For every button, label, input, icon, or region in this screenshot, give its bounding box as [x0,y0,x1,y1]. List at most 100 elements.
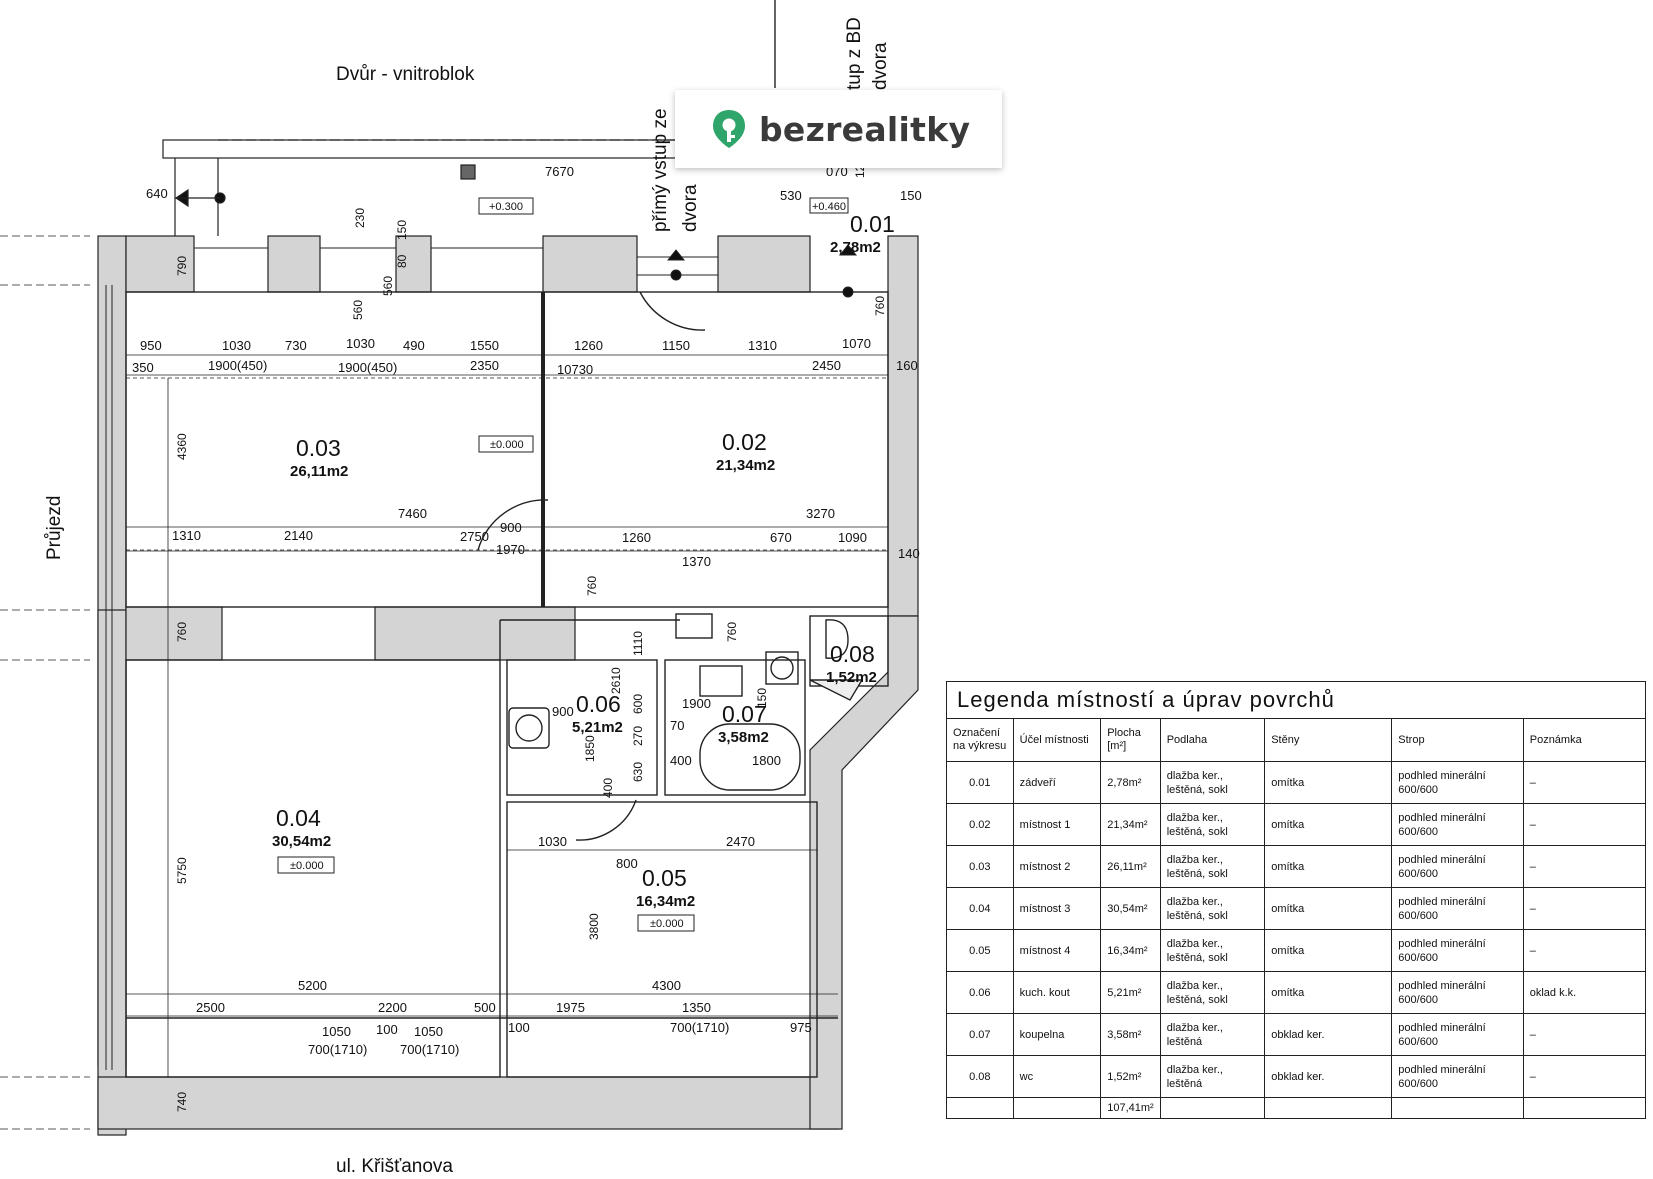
wall-mid-left [125,606,223,661]
dimension-lines [0,235,888,1130]
legend-total-area: 107,41m² [1100,1097,1161,1119]
wall-south [97,1076,839,1130]
dimension-label: 7670 [545,164,574,179]
level-marks [277,197,849,932]
legend-cell-use: místnost 1 [1012,803,1102,846]
legend-cell-id: 0.07 [946,1013,1014,1056]
legend-cell-note: – [1522,845,1647,888]
dimension-label: 1030 [346,336,375,351]
dimension-label: 4300 [652,978,681,993]
dimension-label: 760 [175,622,189,642]
dimension-label: 2500 [196,1000,225,1015]
dimension-label: 2200 [378,1000,407,1015]
dimension-label: 150 [900,188,922,203]
dimension-label: 100 [376,1022,398,1037]
dimension-label: 1150 [662,338,690,353]
legend-cell-walls: omítka [1264,887,1393,930]
dimension-label: 1550 [470,338,499,353]
dimension-label: 530 [780,188,802,203]
room-area: 16,34m2 [636,893,695,910]
bezrealitky-logo[interactable]: bezrealitky [675,90,1002,168]
dimension-label: 1310 [748,338,777,353]
dimension-label: 1310 [172,528,201,543]
dimension-label: 1900(450) [208,358,267,373]
dimension-label: 1030 [538,834,567,849]
dimension-label: 950 [140,338,162,353]
room-number: 0.02 [722,429,767,455]
legend-cell-area: 1,52m² [1100,1055,1161,1098]
legend-cell-id: 0.05 [946,929,1014,972]
level-mark: ±0.000 [290,860,324,872]
legend-cell-use: wc [1012,1055,1102,1098]
dimension-label: 500 [474,1000,496,1015]
legend-cell-id: 0.03 [946,845,1014,888]
legend-cell-floor: dlažba ker., leštěná, sokl [1159,971,1266,1014]
dimension-label: 3270 [806,506,835,521]
dimension-label: 790 [175,256,189,276]
legend-cell-area: 3,58m² [1100,1013,1161,1056]
dimension-label: 150 [395,220,409,240]
direct-entry-label-2: dvora [680,184,701,232]
dimension-label: 560 [381,276,395,296]
dimension-label: 2610 [609,667,623,694]
dimension-label: 100 [508,1020,530,1035]
dimension-label: 630 [631,762,645,782]
dimension-label: 4360 [175,433,189,460]
legend-cell-use: místnost 3 [1012,887,1102,930]
legend-header: Stěny [1264,718,1393,762]
wall-north-1 [125,235,195,293]
room-number: 0.06 [576,691,621,717]
legend-cell-floor: dlažba ker., leštěná, sokl [1159,761,1266,804]
room-area: 2,78m2 [830,239,881,256]
dimension-label: 800 [616,856,638,871]
logo-text: bezrealitky [759,109,971,149]
legend-cell-floor: dlažba ker., leštěná [1159,1013,1266,1056]
windows [105,247,543,1070]
dimension-label: 2750 [460,529,489,544]
dimension-label: 1850 [583,735,597,762]
dimension-label: 560 [351,300,365,320]
dimension-label: 230 [353,208,367,228]
legend-cell-floor: dlažba ker., leštěná, sokl [1159,803,1266,846]
dimension-label: 760 [585,576,599,596]
dimension-label: 600 [631,694,645,714]
dimension-label: 160 [896,358,918,373]
legend-cell-floor: dlažba ker., leštěná [1159,1055,1266,1098]
level-mark: ±0.000 [650,918,684,930]
dimension-label: 1070 [842,336,871,351]
wall-north-5 [717,235,811,293]
dimension-label: 5200 [298,978,327,993]
wall-mid-center [374,606,576,661]
legend-cell-use: místnost 4 [1012,929,1102,972]
dimension-label: 490 [403,338,425,353]
dimension-label: 1260 [574,338,603,353]
dimension-label: 740 [175,1092,189,1112]
dimension-label: 670 [770,530,792,545]
dimension-label: 400 [601,778,615,798]
legend-cell-floor: dlažba ker., leštěná, sokl [1159,887,1266,930]
dimension-label: 1900(450) [338,360,397,375]
room-number: 0.04 [276,805,321,831]
legend-cell-ceiling: podhled minerální 600/600 [1391,971,1524,1014]
dimension-label: 400 [670,753,692,768]
dimension-label: 10730 [557,362,593,377]
level-mark: +0.300 [489,201,523,213]
wall-north-2 [267,235,321,293]
legend-cell-area: 2,78m² [1100,761,1161,804]
legend-cell-id: 0.02 [946,803,1014,846]
dimension-label: 2140 [284,528,313,543]
legend-header: Označení na výkresu [946,718,1014,762]
direct-entry-label-1: přímý vstup ze [650,108,671,232]
room-outlines [125,291,889,1078]
legend-cell-walls: obklad ker. [1264,1055,1393,1098]
legend-header-row: Označení na výkresu Účel místnosti Ploch… [946,718,1647,762]
legend-cell-walls: omítka [1264,761,1393,804]
dimension-label: 1090 [838,530,867,545]
room-number: 0.05 [642,865,687,891]
legend-cell-ceiling: podhled minerální 600/600 [1391,845,1524,888]
